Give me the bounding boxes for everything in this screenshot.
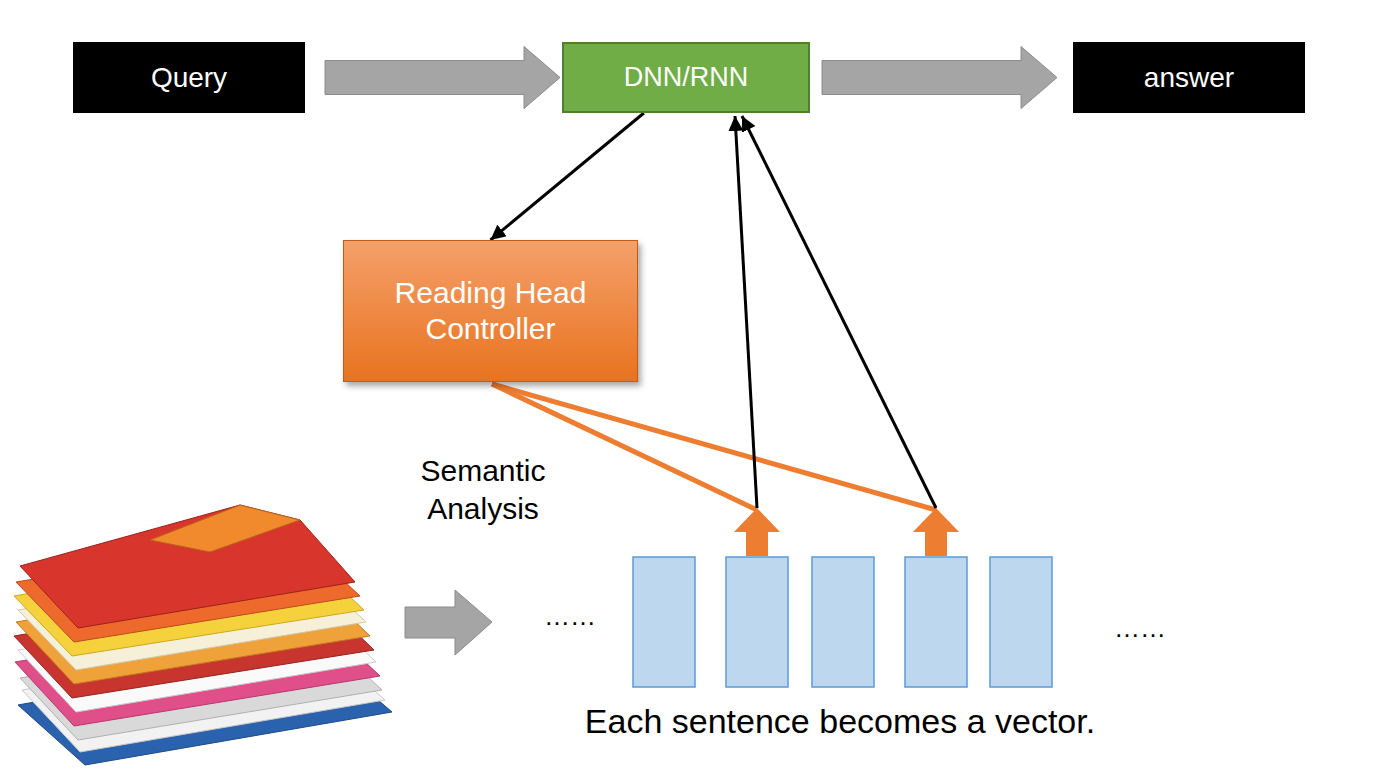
red-folder [20,505,355,628]
feedback-line [742,116,936,508]
vector-bar [990,557,1052,687]
node-text: Query [151,61,227,95]
block-arrow [325,47,560,109]
network-box: DNN/RNN [562,42,810,113]
ellipsis: …… [530,600,610,633]
caption-text: Each sentence becomes a vector. [470,700,1210,743]
block-arrow [405,590,492,655]
vector-bar [633,557,695,687]
input-box: Query [73,42,305,113]
sentence-vectors [633,557,1052,687]
feedback-line [735,116,757,508]
arrow-connector [491,113,644,240]
read-arrow [734,508,780,556]
output-box: answer [1073,42,1305,113]
process-label: Semantic Analysis [398,452,568,527]
controller-box: Reading Head Controller [343,240,638,382]
folder-stack [14,505,392,765]
folder-tab [150,505,300,552]
reading-line [492,384,936,510]
vector-bar [905,557,967,687]
vector-bar [726,557,788,687]
node-text: answer [1144,61,1234,95]
ellipsis: …… [1100,612,1180,645]
node-text: Reading Head Controller [358,275,623,347]
vector-bar [812,557,874,687]
node-text: DNN/RNN [624,61,749,93]
read-arrow [913,508,959,556]
block-arrow [822,47,1057,109]
